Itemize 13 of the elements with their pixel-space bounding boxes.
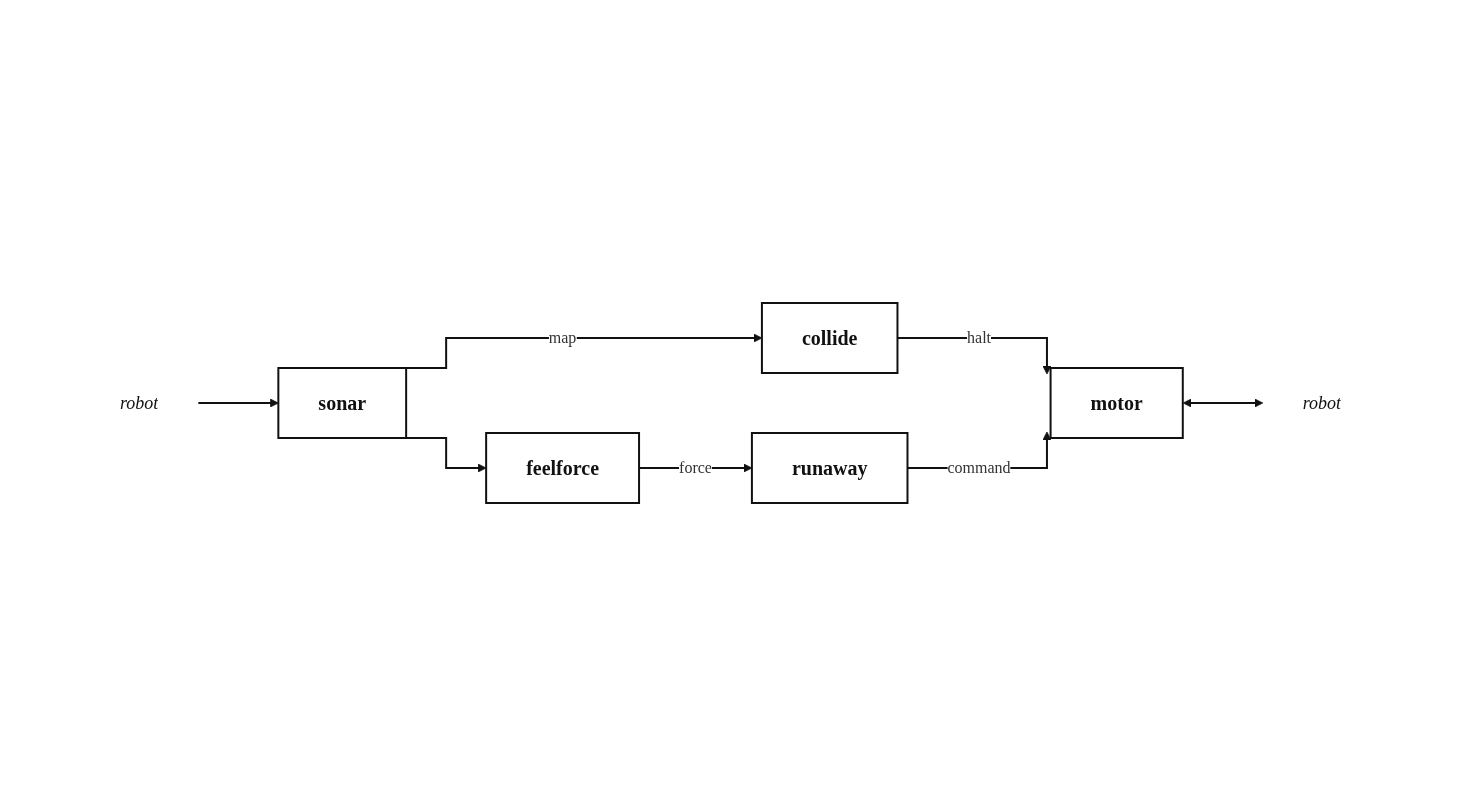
node-box: sonar [277, 367, 408, 439]
node-box: runaway [750, 432, 909, 504]
edge-label: map [548, 329, 577, 346]
node-text: robot [1302, 392, 1342, 413]
node-text: robot [119, 392, 159, 413]
node-box: collide [760, 302, 899, 374]
node-box: feelforce [485, 432, 640, 504]
node-box: motor [1049, 367, 1184, 439]
edge-label: force [678, 459, 712, 476]
edge-label: halt [966, 329, 991, 346]
arrow [197, 398, 279, 408]
arrow [1182, 398, 1264, 408]
edge-label: command [947, 459, 1011, 476]
